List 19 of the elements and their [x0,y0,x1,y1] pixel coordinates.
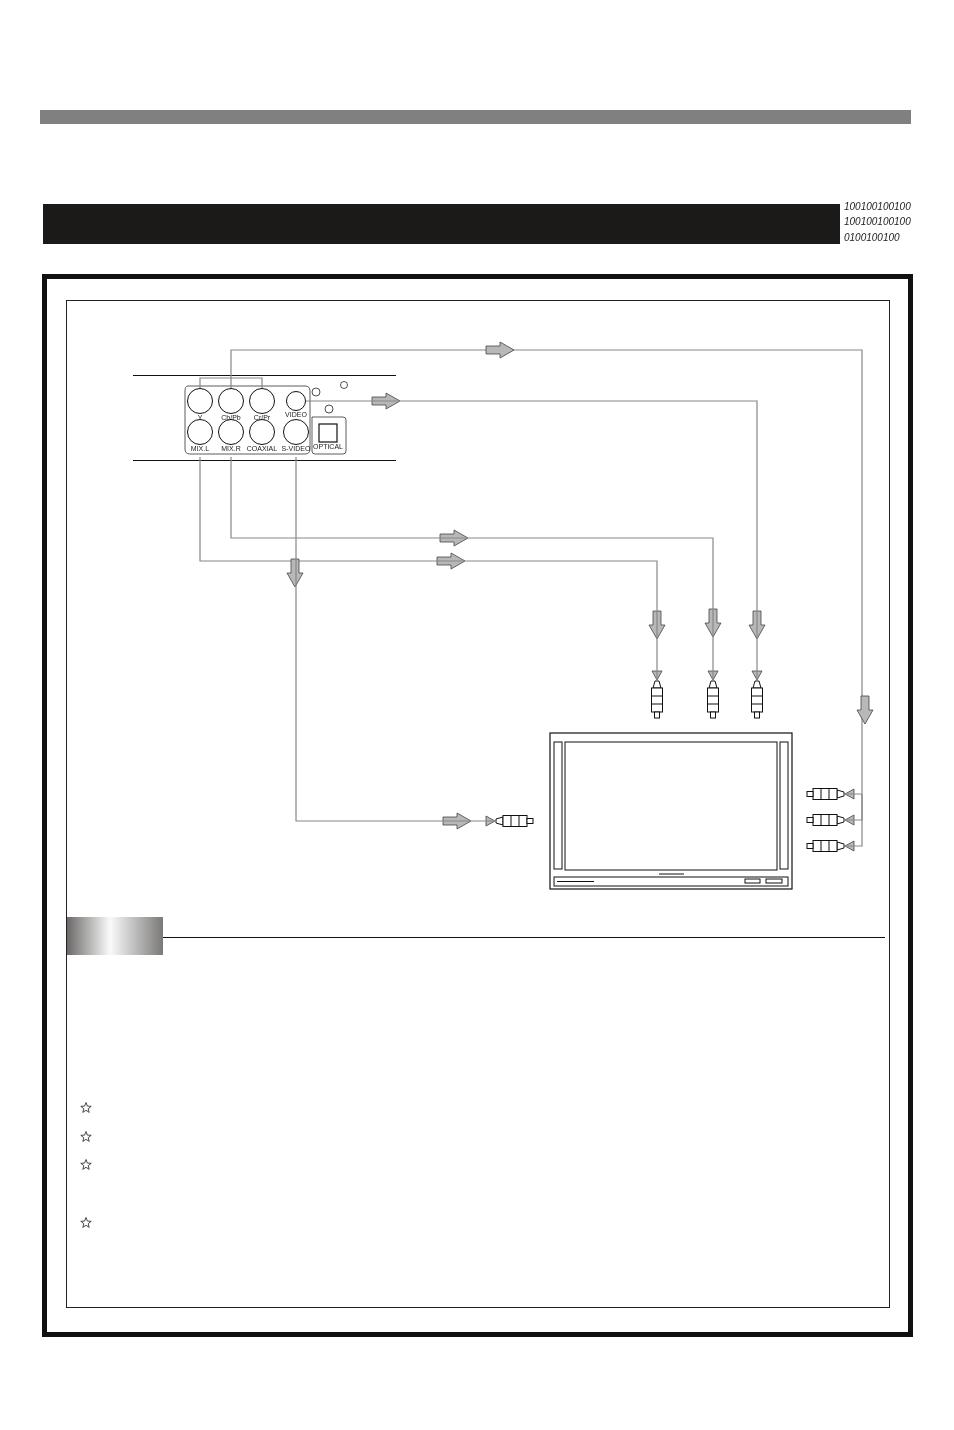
binary-pattern-text: 100100100100 [844,201,911,213]
rca-plug [750,680,764,720]
rca-plug [805,787,845,801]
rca-plug [805,839,845,853]
cable-with-arrows [230,456,722,681]
cable-with-arrows [199,456,666,681]
block-arrow [485,341,515,359]
television-drawing [549,732,793,890]
title-band [43,204,840,244]
rca-plug [495,814,535,828]
cable-with-arrows [286,456,496,830]
binary-pattern-text: 100100100100 [844,216,911,228]
rca-plug [805,813,845,827]
note-tab [67,917,163,955]
cable-with-arrows [305,392,766,681]
binary-pattern-text: 0100100100 [844,232,900,244]
rca-plug [706,680,720,720]
rca-plug [650,680,664,720]
block-arrow [856,695,874,725]
